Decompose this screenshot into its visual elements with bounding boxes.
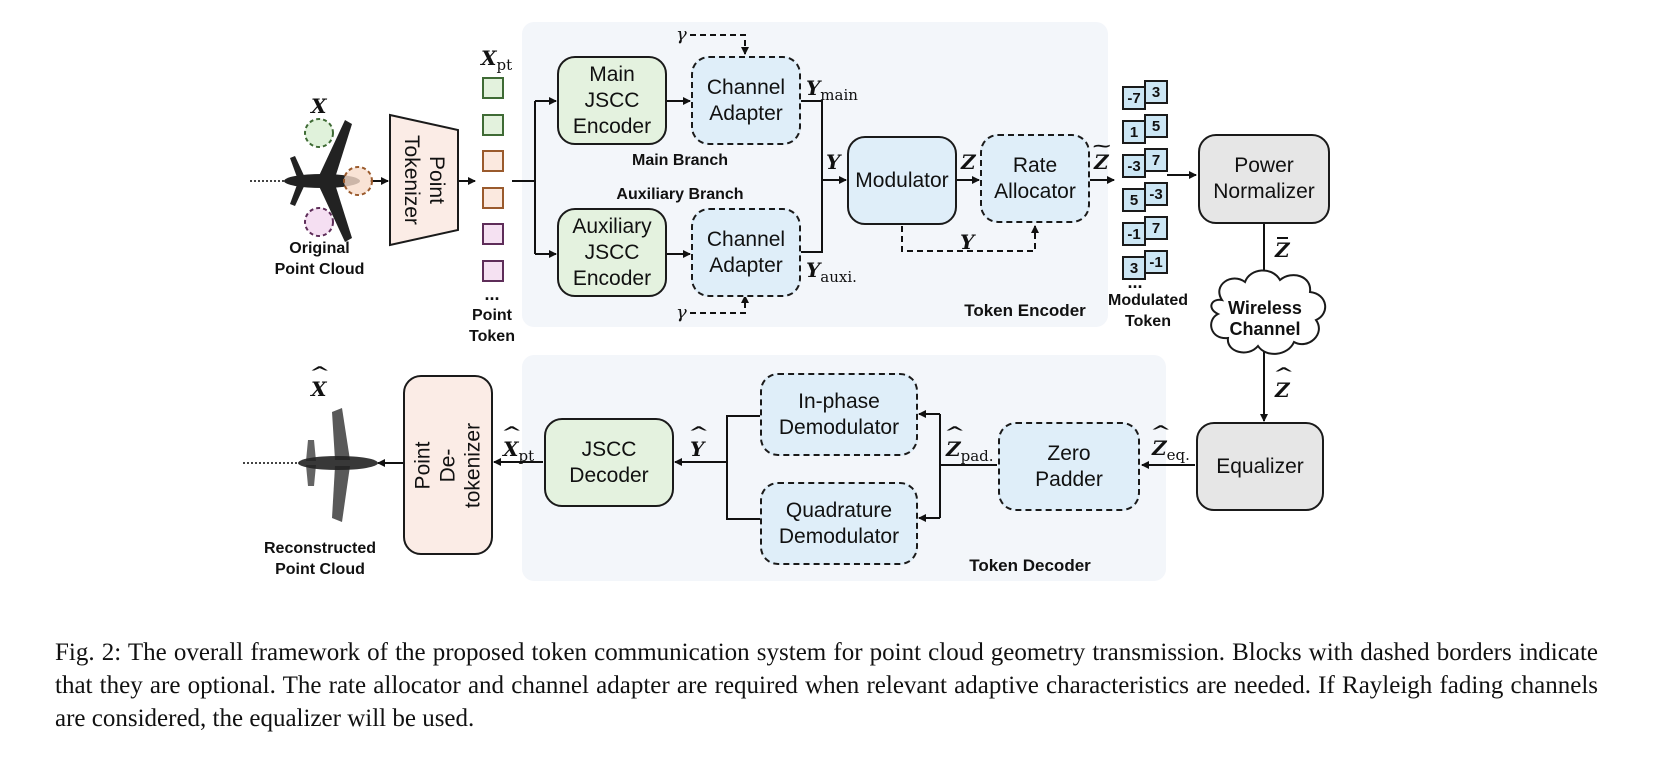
modulated-token-quadrature: -3 — [1144, 182, 1168, 206]
rate-allocator[interactable]: Rate Allocator — [980, 134, 1090, 223]
wireless-channel-cloud-shape — [1210, 269, 1326, 355]
modulated-token-ellipsis: ... — [1127, 272, 1143, 292]
channel-adapter-aux[interactable]: Channel Adapter — [691, 208, 801, 297]
wire-merge — [801, 100, 823, 253]
modulated-token-inphase: 3 — [1122, 256, 1146, 280]
z-bar-label: Z — [1275, 237, 1290, 262]
original-region-circle-purple — [304, 207, 334, 237]
wire-gamma-top — [690, 34, 749, 55]
point-detokenizer-box[interactable]: Point De-tokenizer — [403, 375, 493, 555]
z-label: Z — [961, 150, 976, 174]
token-decoder-title: Token Decoder — [969, 556, 1091, 575]
main-branch-label: Main Branch — [631, 152, 728, 169]
point-token-label: Point Token — [469, 307, 515, 345]
point-tokenizer-shape — [389, 113, 459, 247]
equalizer[interactable]: Equalizer — [1196, 422, 1324, 511]
original-point-cloud-label: Original Point Cloud — [274, 240, 365, 278]
original-region-circle-orange — [343, 166, 373, 196]
wire-gamma-bottom — [690, 295, 749, 314]
y-aux-label: Yauxi. — [806, 258, 857, 286]
modulated-token-label: Modulated Token — [1108, 292, 1188, 330]
point-token — [482, 113, 504, 136]
channel-adapter-main[interactable]: Channel Adapter — [691, 56, 801, 145]
x-pt-label: Xpt — [481, 46, 513, 74]
auxiliary-branch-label: Auxiliary Branch — [616, 186, 744, 203]
point-token — [482, 259, 504, 282]
x-label: X — [311, 94, 327, 118]
point-token — [482, 186, 504, 209]
quadrature-demodulator[interactable]: Quadrature Demodulator — [760, 482, 918, 565]
point-token — [482, 77, 504, 99]
wireless-channel-label[interactable]: Wireless Channel — [1228, 298, 1302, 339]
modulated-token-inphase: 1 — [1122, 120, 1146, 144]
z-tilde-label: Z — [1094, 150, 1109, 174]
auxiliary-jscc-encoder[interactable]: Auxiliary JSCC Encoder — [557, 208, 667, 297]
wire-y-feedback — [901, 225, 1039, 252]
gamma-top-label: γ — [676, 24, 687, 45]
inphase-demodulator[interactable]: In-phase Demodulator — [760, 373, 918, 456]
point-token-ellipsis: ... — [484, 284, 500, 304]
modulated-token-quadrature: 5 — [1144, 114, 1168, 138]
y-label: Y — [826, 150, 841, 174]
token-encoder-title: Token Encoder — [964, 301, 1086, 320]
modulated-token-quadrature: -1 — [1144, 250, 1168, 274]
main-jscc-encoder[interactable]: Main JSCC Encoder — [557, 56, 667, 145]
modulated-token-quadrature: 3 — [1144, 80, 1168, 104]
wire-demod-merge — [726, 415, 760, 520]
gamma-bottom-label: γ — [676, 302, 687, 323]
z-eq-label: Zeq. — [1152, 436, 1190, 464]
modulated-token-quadrature: 7 — [1144, 216, 1168, 240]
zero-padder[interactable]: Zero Padder — [998, 422, 1140, 511]
y-main-label: Ymain — [806, 76, 858, 104]
modulated-token-inphase: -7 — [1122, 86, 1146, 110]
point-tokenizer-box: Point Tokenizer — [390, 120, 458, 240]
modulated-token-inphase: -3 — [1122, 154, 1146, 178]
y-hat-label: Y — [690, 437, 704, 461]
x-hat-label: X — [311, 377, 327, 401]
figure-caption: Fig. 2: The overall framework of the pro… — [55, 639, 1598, 732]
point-token — [482, 150, 504, 172]
reconstructed-point-cloud-label: Reconstructed Point Cloud — [263, 540, 377, 578]
z-hat-label: Z — [1275, 378, 1290, 402]
point-token — [482, 223, 504, 245]
reconstructed-airplane-icon — [243, 408, 378, 522]
point-detokenizer-label: Point De-tokenizer — [411, 422, 485, 508]
point-tokenizer-label: Point Tokenizer — [400, 135, 449, 225]
modulated-token-inphase: 5 — [1122, 188, 1146, 212]
jscc-decoder[interactable]: JSCC Decoder — [544, 418, 674, 507]
original-airplane-icon — [250, 120, 360, 242]
original-region-circle-green — [304, 118, 334, 148]
x-hat-pt-label: Xpt — [503, 437, 534, 465]
modulated-token-quadrature: 7 — [1144, 148, 1168, 172]
modulator[interactable]: Modulator — [847, 136, 957, 225]
modulated-token-inphase: -1 — [1122, 222, 1146, 246]
power-normalizer[interactable]: Power Normalizer — [1198, 134, 1330, 224]
y-feedback-label: Y — [960, 230, 975, 254]
z-pad-label: Zpad. — [946, 437, 994, 465]
